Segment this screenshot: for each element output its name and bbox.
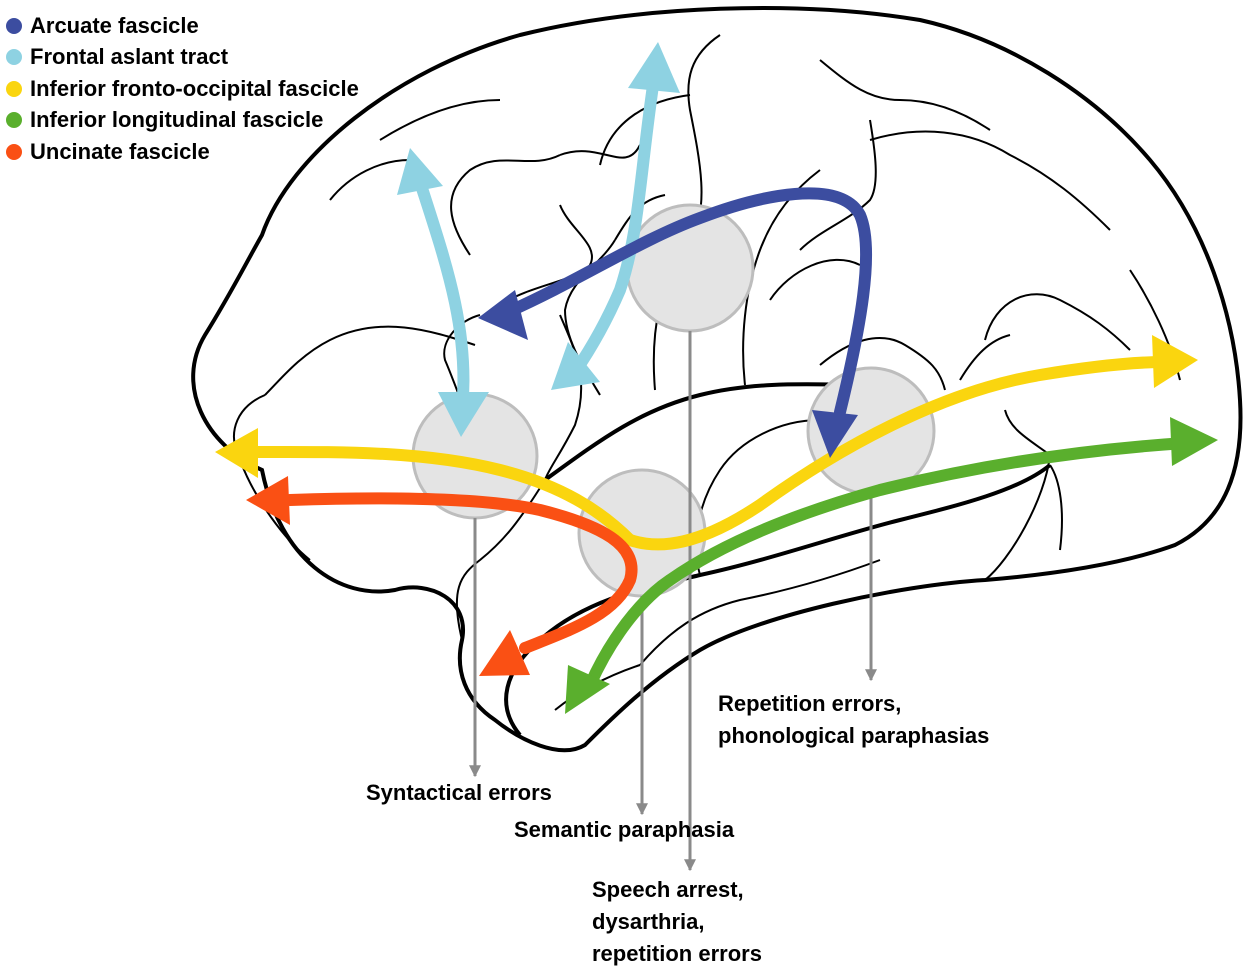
- caption-line: Syntactical errors: [366, 777, 552, 809]
- tract-arrowheads: [215, 42, 1218, 714]
- tract-ifof: [252, 362, 1165, 544]
- caption-line: dysarthria,: [592, 906, 762, 938]
- legend-item-frontal-aslant: Frontal aslant tract: [6, 42, 359, 74]
- arrowhead-ilf-back: [565, 665, 610, 714]
- caption-line: repetition errors: [592, 938, 762, 970]
- legend-item-arcuate: Arcuate fascicle: [6, 10, 359, 42]
- caption-syntactical-errors: Syntactical errors: [366, 777, 552, 809]
- arrowhead-aslant-1-top: [397, 148, 443, 195]
- legend-label: Inferior fronto-occipital fascicle: [30, 76, 359, 102]
- caption-speech-arrest: Speech arrest, dysarthria, repetition er…: [592, 874, 762, 970]
- legend-dot-icon: [6, 112, 22, 128]
- legend-item-uncinate: Uncinate fascicle: [6, 136, 359, 168]
- tract-frontal-aslant-2: [575, 72, 655, 372]
- legend-item-ifof: Inferior fronto-occipital fascicle: [6, 73, 359, 105]
- arrowhead-ilf-front: [1170, 417, 1218, 466]
- legend-dot-icon: [6, 81, 22, 97]
- caption-repetition-errors: Repetition errors, phonological paraphas…: [718, 688, 989, 752]
- legend-label: Arcuate fascicle: [30, 13, 199, 39]
- legend-label: Uncinate fascicle: [30, 139, 210, 165]
- tract-frontal-aslant-1: [420, 182, 464, 410]
- arrowhead-arcuate-front: [478, 290, 528, 340]
- arrowhead-ifof-front: [215, 428, 258, 478]
- legend: Arcuate fascicle Frontal aslant tract In…: [6, 10, 359, 168]
- legend-label: Inferior longitudinal fascicle: [30, 107, 323, 133]
- arrowhead-uncinate-front: [246, 476, 290, 525]
- arrowhead-ifof-back: [1152, 335, 1198, 388]
- caption-line: Speech arrest,: [592, 874, 762, 906]
- caption-semantic-paraphasia: Semantic paraphasia: [514, 814, 734, 846]
- caption-line: Semantic paraphasia: [514, 814, 734, 846]
- legend-dot-icon: [6, 49, 22, 65]
- legend-item-ilf: Inferior longitudinal fascicle: [6, 105, 359, 137]
- caption-line: Repetition errors,: [718, 688, 989, 720]
- tract-uncinate: [290, 498, 632, 648]
- legend-label: Frontal aslant tract: [30, 44, 228, 70]
- fiber-tracts: [252, 72, 1185, 685]
- legend-dot-icon: [6, 18, 22, 34]
- legend-dot-icon: [6, 144, 22, 160]
- caption-line: phonological paraphasias: [718, 720, 989, 752]
- arrowhead-aslant-2-top: [628, 42, 680, 93]
